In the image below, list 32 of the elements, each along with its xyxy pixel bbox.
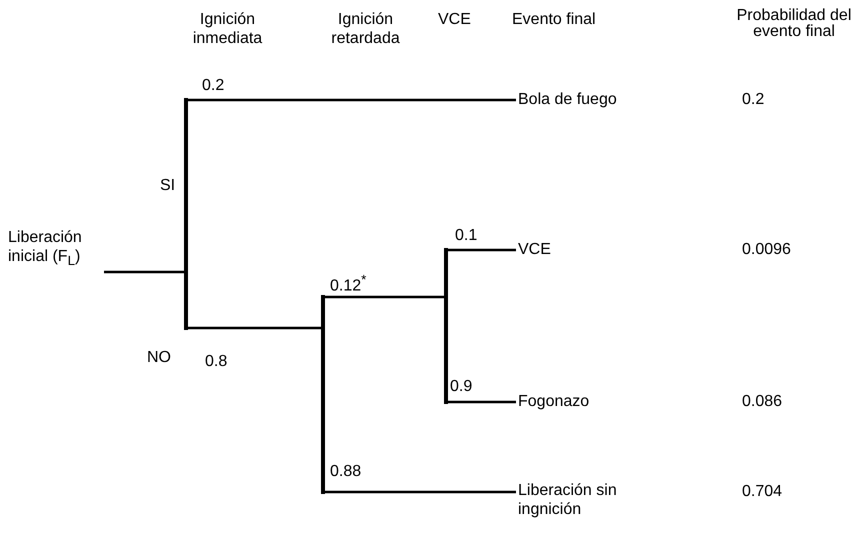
probability-value: 0.0096 (742, 240, 792, 259)
branch-line (448, 248, 516, 252)
column-heading: Evento final (512, 10, 597, 29)
edge-label: 0.9 (450, 377, 472, 396)
column-heading: Ignición retardada (330, 10, 401, 48)
branch-line (188, 326, 321, 330)
column-heading: Probabilidad del evento final (736, 8, 852, 40)
branch-bar (321, 295, 325, 494)
probability-value: 0.704 (742, 482, 784, 501)
edge-label: 0.2 (202, 76, 224, 95)
branch-bar (184, 98, 188, 330)
column-heading: Ignición inmediata (192, 10, 264, 48)
edge-label: 0.8 (205, 352, 228, 371)
probability-value: 0.086 (742, 392, 784, 411)
branch-label: NO (147, 348, 171, 367)
edge-label: 0.12$^{*}$ (330, 271, 366, 296)
edge-label: 0.88 (330, 462, 362, 481)
branch-line (188, 98, 516, 102)
event-label: VCE (518, 240, 578, 259)
branch-line (104, 270, 184, 274)
event-label: Liberación inicial (F$_{L}$) (8, 228, 104, 270)
branch-line (325, 296, 444, 298)
event-label: Liberación sin ingnición (518, 481, 638, 519)
branch-line (325, 490, 516, 494)
event-label: Bola de fuego (518, 90, 638, 109)
column-heading: VCE (438, 10, 472, 29)
probability-value: 0.2 (742, 90, 766, 109)
edge-label: 0.1 (455, 226, 478, 245)
branch-label: SI (160, 176, 176, 195)
branch-bar (444, 248, 448, 404)
branch-line (448, 400, 516, 404)
event-label: Fogonazo (518, 392, 608, 411)
